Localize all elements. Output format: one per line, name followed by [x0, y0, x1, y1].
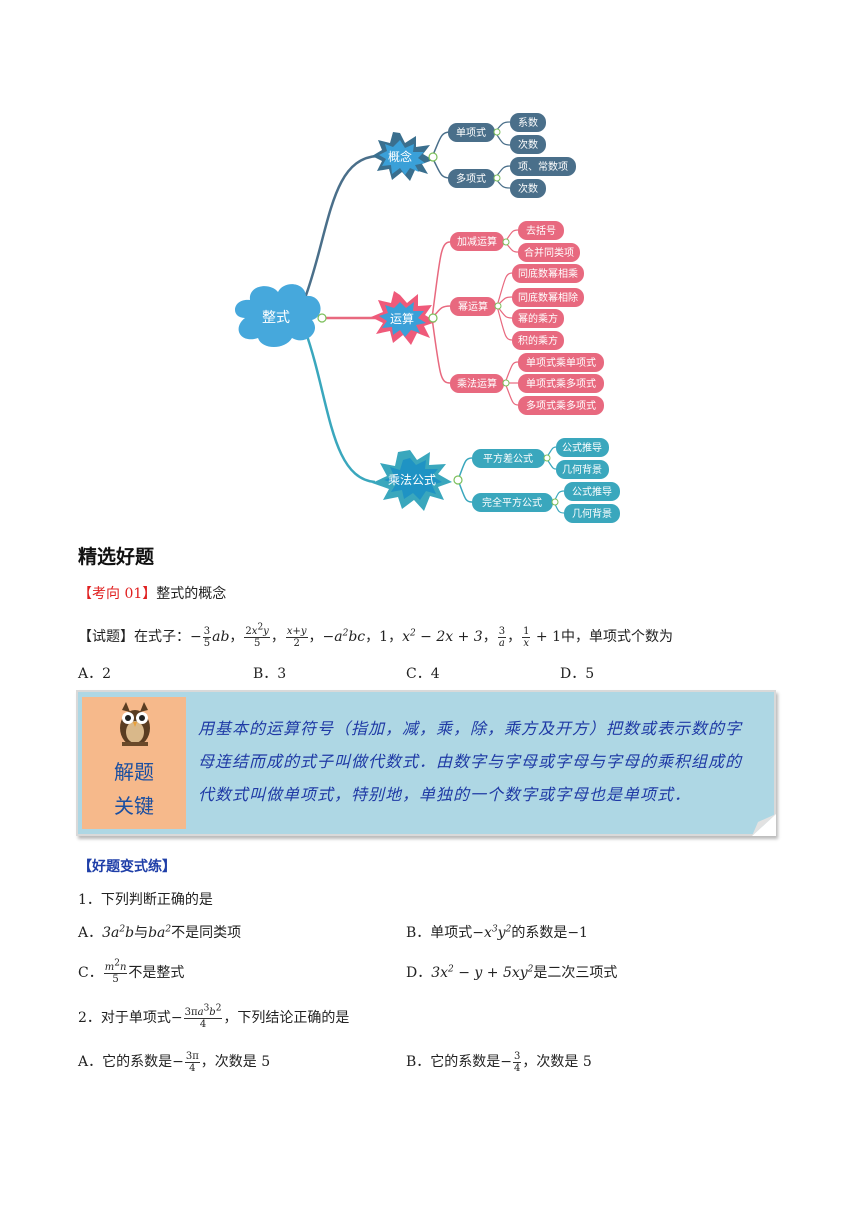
branch-operation: 运算 — [371, 291, 436, 345]
svg-text:单项式乘单项式: 单项式乘单项式 — [526, 356, 596, 369]
root-label: 整式 — [262, 310, 290, 326]
node-diff-squares: 平方差公式 — [472, 449, 545, 468]
leaf-coefficient: 系数 — [510, 113, 546, 132]
kaoxiang-tag: 【考向 01】 — [78, 586, 157, 602]
node-multiply: 乘法运算 — [450, 374, 504, 393]
leaf-power-of-power: 幂的乘方 — [512, 309, 564, 328]
q1-option-b[interactable]: B．单项式−x3y2的系数是−1 — [406, 924, 588, 941]
svg-text:合并同类项: 合并同类项 — [524, 246, 574, 259]
node-power: 幂运算 — [450, 297, 496, 316]
svg-text:公式推导: 公式推导 — [562, 441, 602, 454]
svg-text:幂的乘方: 幂的乘方 — [518, 312, 558, 325]
q1-option-a[interactable]: A．3a2b与ba2不是同类项 — [78, 924, 242, 941]
root-cloud: 整式 — [234, 284, 321, 347]
leaf-same-base-mul: 同底数幂相乘 — [512, 264, 584, 283]
branch-formula-label: 乘法公式 — [388, 473, 436, 487]
svg-text:完全平方公式: 完全平方公式 — [482, 496, 542, 509]
svg-text:次数: 次数 — [518, 138, 538, 151]
expr-6: x2 − 2x + 3 — [402, 628, 483, 645]
leaf-geometry-2: 几何背景 — [564, 504, 620, 523]
key-box — [76, 690, 776, 836]
branch-operation-label: 运算 — [390, 311, 414, 326]
svg-text:单项式: 单项式 — [456, 126, 486, 139]
key-line-1: 用基本的运算符号（指加，减，乘，除，乘方及开方）把数或表示数的字 — [198, 719, 743, 738]
option-d[interactable]: D．5 — [560, 666, 595, 682]
branch-formula: 乘法公式 — [372, 450, 452, 511]
leaf-mono-mono: 单项式乘单项式 — [518, 353, 604, 372]
svg-text:去括号: 去括号 — [526, 224, 556, 237]
option-b[interactable]: B．3 — [253, 666, 287, 682]
leaf-poly-degree: 次数 — [510, 179, 546, 198]
svg-text:几何背景: 几何背景 — [562, 463, 602, 476]
expr-4: −a2bc — [322, 628, 366, 645]
node-add-sub: 加减运算 — [450, 232, 504, 251]
key-line-3: 代数式叫做单项式，特别地，单独的一个数字或字母也是单项式． — [198, 785, 692, 804]
svg-text:平方差公式: 平方差公式 — [483, 452, 533, 465]
leaf-poly-poly: 多项式乘多项式 — [518, 396, 604, 415]
svg-text:多项式: 多项式 — [456, 172, 486, 185]
option-a[interactable]: A．2 — [78, 666, 112, 682]
branch-concept: 概念 — [372, 132, 433, 181]
question-tag: 【试题】 — [78, 629, 134, 645]
svg-text:同底数幂相乘: 同底数幂相乘 — [518, 267, 578, 280]
node-perfect-square: 完全平方公式 — [472, 493, 553, 512]
leaf-mono-poly: 单项式乘多项式 — [518, 374, 604, 393]
svg-text:积的乘方: 积的乘方 — [518, 334, 558, 347]
q1-stem: 1．下列判断正确的是 — [78, 892, 213, 908]
leaf-derivation-2: 公式推导 — [564, 482, 620, 501]
svg-text:单项式乘多项式: 单项式乘多项式 — [526, 377, 596, 390]
svg-text:多项式乘多项式: 多项式乘多项式 — [526, 399, 596, 412]
leaf-same-base-div: 同底数幂相除 — [512, 288, 584, 307]
question-prefix: 在式子： — [134, 629, 190, 645]
page-curl-icon — [752, 814, 776, 836]
key-explanation: 用基本的运算符号（指加，减，乘，除，乘方及开方）把数或表示数的字 母连结而成的式… — [198, 712, 763, 811]
leaf-derivation-1: 公式推导 — [556, 438, 609, 457]
leaf-remove-brackets: 去括号 — [518, 221, 564, 240]
mind-map: 整式 概念 运算 乘法公式 单项式 多项式 系数 次数 项、常 — [234, 113, 620, 523]
expr-5: 1 — [379, 629, 389, 645]
kaoxiang-heading: 【考向 01】整式的概念 — [78, 584, 226, 604]
owl-icon — [120, 702, 150, 746]
svg-text:乘法运算: 乘法运算 — [457, 377, 497, 390]
node-polynomial: 多项式 — [448, 169, 495, 188]
question-suffix: 中，单项式个数为 — [560, 629, 673, 645]
q1-option-d[interactable]: D．3x2 − y + 5xy2是二次三项式 — [406, 964, 618, 981]
svg-text:项、常数项: 项、常数项 — [518, 160, 568, 173]
svg-text:公式推导: 公式推导 — [572, 485, 612, 498]
svg-text:次数: 次数 — [518, 182, 538, 195]
key-line-2: 母连结而成的式子叫做代数式．由数字与字母或字母与字母的乘积组成的 — [198, 752, 743, 771]
leaf-term-constant: 项、常数项 — [510, 157, 576, 176]
leaf-geometry-1: 几何背景 — [556, 460, 609, 479]
svg-text:系数: 系数 — [518, 116, 538, 129]
practice-tag: 【好题变式练】 — [78, 859, 176, 875]
key-label-line1: 解题 — [114, 760, 154, 784]
leaf-power-of-product: 积的乘方 — [512, 331, 564, 350]
leaf-combine-like: 合并同类项 — [518, 243, 580, 262]
svg-text:幂运算: 幂运算 — [458, 300, 488, 313]
svg-text:加减运算: 加减运算 — [457, 235, 497, 248]
section-title: 精选好题 — [78, 546, 155, 568]
key-label-line2: 关键 — [114, 794, 154, 818]
kaoxiang-title: 整式的概念 — [156, 586, 227, 602]
svg-text:几何背景: 几何背景 — [572, 507, 612, 520]
branch-concept-label: 概念 — [388, 149, 412, 164]
option-c[interactable]: C．4 — [406, 666, 440, 682]
leaf-degree: 次数 — [510, 135, 546, 154]
svg-text:同底数幂相除: 同底数幂相除 — [518, 291, 578, 304]
node-monomial: 单项式 — [448, 123, 495, 142]
